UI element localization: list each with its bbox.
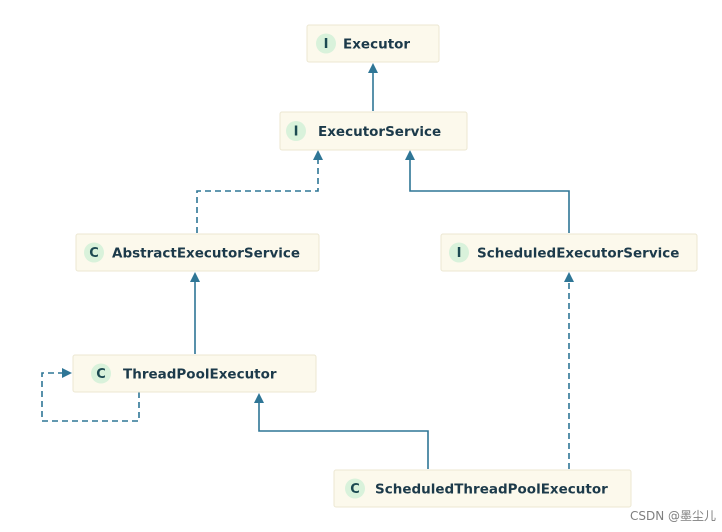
- interface-badge-icon: I: [449, 242, 469, 263]
- node-box: [279, 111, 468, 151]
- node-label: ExecutorService: [318, 124, 441, 140]
- badge-letter: C: [350, 482, 360, 497]
- node-box: [72, 354, 317, 393]
- badge-letter: I: [324, 37, 329, 52]
- arrowhead-icon: [564, 272, 574, 282]
- edge-abstract-executor-service-to-executor-service: [196, 150, 323, 233]
- node-box: [75, 233, 320, 272]
- node-executor-service[interactable]: I ExecutorService: [279, 111, 468, 151]
- edge-line: [41, 372, 140, 422]
- badge-letter: C: [89, 246, 99, 261]
- edges-layer: [41, 63, 574, 469]
- node-thread-pool-executor[interactable]: C ThreadPoolExecutor: [72, 354, 317, 393]
- arrowhead-icon: [254, 393, 264, 403]
- badge-circle: [91, 363, 111, 384]
- badge-letter: I: [294, 125, 299, 140]
- class-badge-icon: C: [91, 363, 111, 384]
- arrowhead-icon: [62, 368, 72, 378]
- node-executor[interactable]: I Executor: [306, 24, 440, 63]
- edge-executor-service-to-executor: [368, 63, 378, 111]
- node-scheduled-executor-service[interactable]: I ScheduledExecutorService: [440, 233, 698, 272]
- badge-letter: I: [457, 246, 462, 261]
- class-badge-icon: C: [84, 242, 104, 263]
- node-scheduled-thread-pool-executor[interactable]: C ScheduledThreadPoolExecutor: [333, 469, 632, 508]
- node-label: AbstractExecutorService: [112, 246, 300, 262]
- edge-scheduled-executor-service-to-executor-service: [405, 150, 570, 233]
- arrowhead-icon: [405, 150, 415, 160]
- edge-line: [409, 160, 570, 233]
- node-box: [440, 233, 698, 272]
- node-label: ScheduledExecutorService: [477, 246, 679, 262]
- badge-circle: [84, 242, 104, 263]
- node-box: [333, 469, 632, 508]
- arrowhead-icon: [313, 150, 323, 160]
- node-label: ScheduledThreadPoolExecutor: [375, 482, 608, 498]
- edge-thread-pool-executor-to-abstract-executor-service: [190, 272, 200, 354]
- badge-letter: C: [96, 367, 106, 382]
- edge-thread-pool-executor-to-thread-pool-executor: [41, 368, 140, 422]
- badge-circle: [449, 242, 469, 263]
- badge-circle: [316, 33, 336, 54]
- edge-scheduled-thread-pool-executor-to-scheduled-executor-service: [564, 272, 574, 469]
- node-box: [306, 24, 440, 63]
- node-label: ThreadPoolExecutor: [123, 367, 277, 383]
- arrowhead-icon: [190, 272, 200, 282]
- badge-circle: [286, 121, 306, 141]
- node-label: Executor: [343, 37, 410, 53]
- class-badge-icon: C: [345, 478, 365, 499]
- interface-badge-icon: I: [286, 121, 306, 141]
- edge-line: [258, 403, 429, 469]
- watermark: CSDN @墨尘儿: [629, 509, 716, 523]
- arrowhead-icon: [368, 63, 378, 73]
- edge-scheduled-thread-pool-executor-to-thread-pool-executor: [254, 393, 429, 469]
- edge-line: [196, 160, 319, 233]
- interface-badge-icon: I: [316, 33, 336, 54]
- badge-circle: [345, 478, 365, 499]
- node-abstract-executor-service[interactable]: C AbstractExecutorService: [75, 233, 320, 272]
